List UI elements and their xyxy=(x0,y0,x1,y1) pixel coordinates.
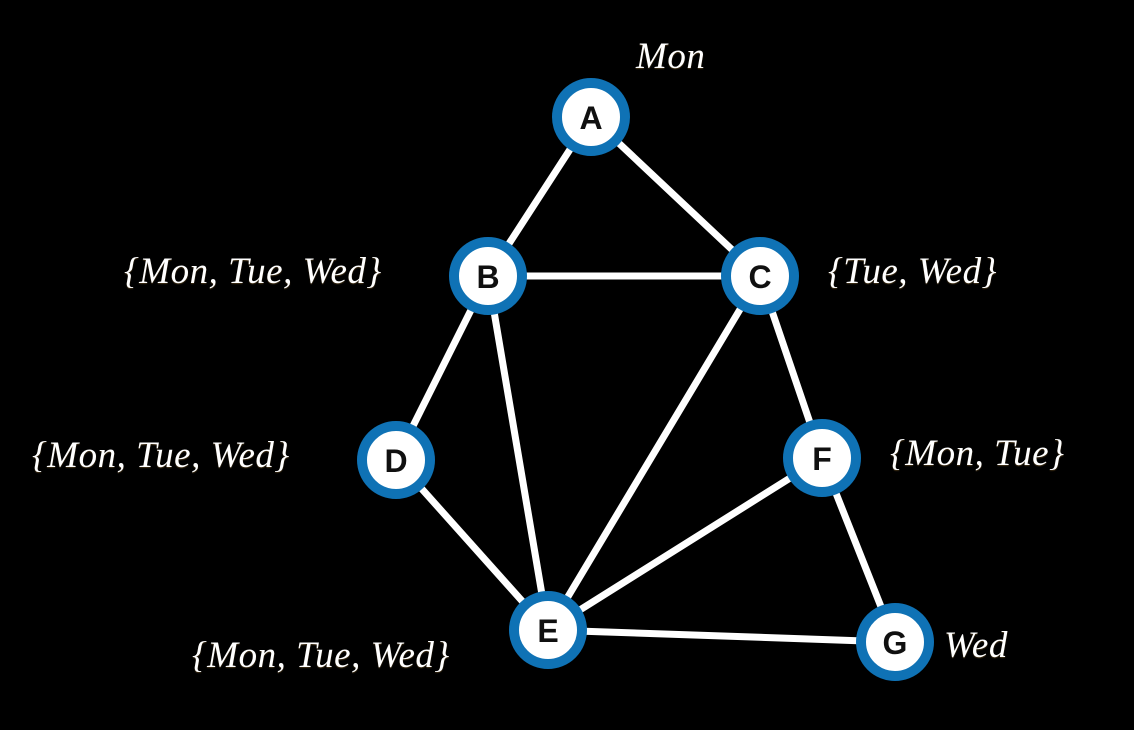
domain-label-d: {Mon, Tue, Wed} xyxy=(32,435,290,476)
node-letter-c: C xyxy=(748,259,771,295)
node-letter-f: F xyxy=(812,441,832,477)
node-letter-e: E xyxy=(537,613,558,649)
domain-label-b: {Mon, Tue, Wed} xyxy=(124,251,382,292)
edge-b-e xyxy=(484,272,552,634)
node-circle-f xyxy=(783,419,861,497)
node-b[interactable]: B xyxy=(449,237,527,315)
node-circle-a xyxy=(552,78,630,156)
edges-layer xyxy=(392,113,899,646)
node-e[interactable]: E xyxy=(509,591,587,669)
domain-label-e: {Mon, Tue, Wed} xyxy=(192,635,450,676)
node-letter-g: G xyxy=(883,625,908,661)
nodes-layer: A B C D E F G xyxy=(357,78,934,681)
node-f[interactable]: F xyxy=(783,419,861,497)
domain-label-g: Wed xyxy=(944,625,1008,666)
edge-e-f xyxy=(544,454,826,634)
node-letter-a: A xyxy=(579,100,602,136)
node-circle-e xyxy=(509,591,587,669)
node-letter-b: B xyxy=(476,259,499,295)
node-c[interactable]: C xyxy=(721,237,799,315)
node-circle-b xyxy=(449,237,527,315)
domain-label-f: {Mon, Tue} xyxy=(890,433,1065,474)
node-circle-c xyxy=(721,237,799,315)
node-a[interactable]: A xyxy=(552,78,630,156)
edge-c-e xyxy=(544,272,764,634)
node-g[interactable]: G xyxy=(856,603,934,681)
node-circle-g xyxy=(856,603,934,681)
edge-e-g xyxy=(544,626,899,646)
domain-label-a: Mon xyxy=(636,36,706,77)
node-d[interactable]: D xyxy=(357,421,435,499)
node-circle-d xyxy=(357,421,435,499)
domain-label-c: {Tue, Wed} xyxy=(828,251,997,292)
node-letter-d: D xyxy=(384,443,407,479)
